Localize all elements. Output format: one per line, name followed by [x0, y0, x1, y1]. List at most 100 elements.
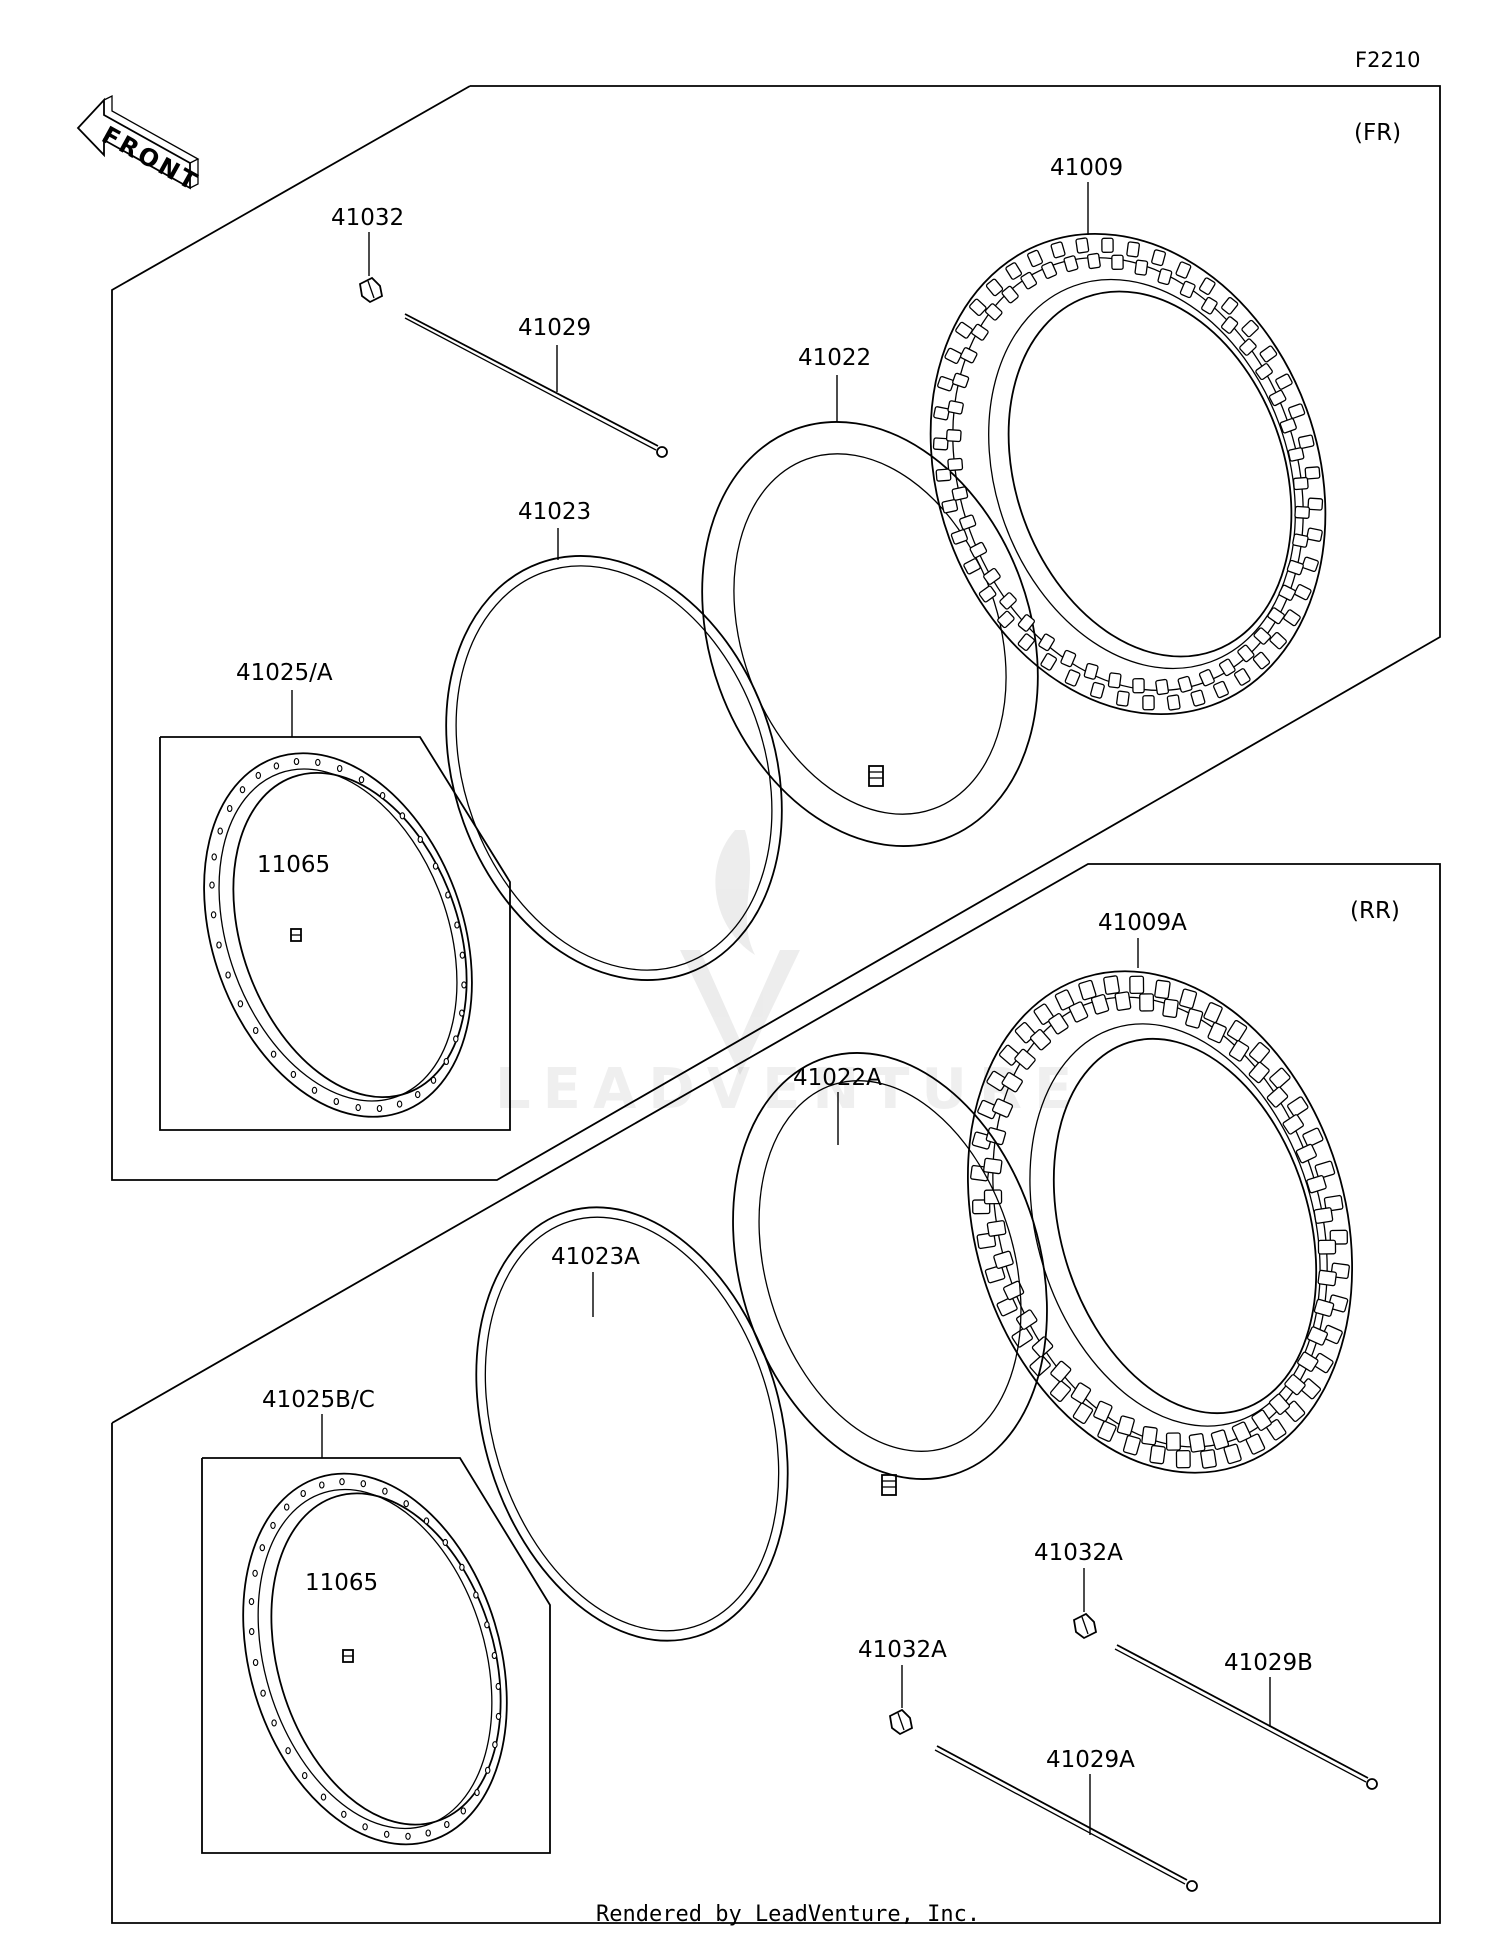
tread-lug	[1155, 678, 1170, 696]
front-section-tag: (FR)	[1354, 120, 1401, 146]
tread-lug	[1017, 633, 1035, 651]
tread-lug	[1129, 975, 1145, 995]
tread-lug	[1317, 1239, 1337, 1255]
tread-lug	[1122, 1435, 1141, 1456]
tread-lug	[1267, 607, 1285, 625]
spoke-hole	[225, 971, 231, 979]
spoke-hole	[382, 1487, 388, 1495]
spoke-hole	[270, 1050, 277, 1058]
spoke-hole	[300, 1489, 306, 1498]
spoke-hole	[217, 827, 223, 835]
tread-lug	[933, 406, 950, 421]
spoke-hole	[362, 1823, 368, 1831]
tread-lug	[1049, 1380, 1072, 1403]
spoke-hole	[405, 1832, 411, 1840]
spoke-hole	[399, 812, 406, 820]
footer-credit: Rendered by LeadVenture, Inc.	[596, 1902, 980, 1927]
spoke-hole	[216, 941, 222, 949]
spoke-hole	[311, 1086, 318, 1094]
watermark-text: LEADVENTURE	[495, 1057, 1084, 1122]
tread-lug	[932, 437, 949, 451]
tread-lug	[1134, 259, 1149, 276]
spoke-hole	[461, 981, 467, 989]
spoke-hole	[454, 921, 460, 929]
tread-lug	[971, 323, 989, 341]
tread-lug	[1072, 1402, 1094, 1425]
tread-lug	[1166, 694, 1181, 711]
tread-lug	[1279, 418, 1297, 434]
tread-lug	[945, 429, 962, 443]
tread-lug	[1231, 1421, 1252, 1443]
tread-lug	[969, 541, 988, 559]
tread-lug	[1048, 1013, 1069, 1035]
spoke-hole	[355, 1104, 361, 1112]
tread-lug	[1020, 271, 1038, 290]
tread-lug	[1294, 505, 1311, 519]
tread-lug	[937, 376, 955, 392]
spoke-hole	[442, 1538, 449, 1546]
tread-lug	[1149, 1444, 1166, 1465]
tread-lug	[1282, 1114, 1304, 1135]
tread-lug	[984, 1265, 1006, 1284]
tread-lug	[1221, 316, 1239, 334]
rr-tire-icon	[967, 970, 1353, 1474]
tread-lug	[1157, 268, 1173, 286]
tread-lug	[1090, 994, 1110, 1015]
tread-lug	[1111, 254, 1124, 270]
tread-lug	[1201, 296, 1218, 315]
fr-rim-nipple-icon	[290, 928, 302, 942]
tread-lug	[1151, 249, 1166, 267]
spoke-hole	[319, 1481, 325, 1489]
tread-lug	[1288, 403, 1306, 419]
tread-lug	[1306, 527, 1323, 542]
tread-lug	[1294, 584, 1312, 601]
tread-lug	[1050, 1360, 1072, 1383]
tread-lug	[1284, 1374, 1306, 1396]
tread-lug	[1307, 497, 1324, 511]
tread-lug	[1083, 662, 1099, 680]
tread-lug	[1245, 1433, 1266, 1455]
tread-lug	[1097, 1420, 1117, 1442]
spoke-hole	[474, 1789, 480, 1797]
rr-rim-nipple-icon	[342, 1649, 354, 1663]
tread-lug	[984, 303, 1003, 321]
tread-lug	[1165, 1432, 1181, 1451]
front-arrow-icon: FRONT	[76, 94, 204, 197]
tread-lug	[1306, 1326, 1329, 1346]
spoke-hole	[252, 1026, 259, 1035]
tread-lug	[959, 514, 977, 530]
tread-lug	[955, 321, 973, 339]
label-41023A: 41023A	[551, 1244, 640, 1270]
spoke-hole	[453, 1035, 459, 1043]
tread-lug	[1017, 614, 1035, 632]
tread-lug	[1179, 988, 1198, 1009]
tread-lug	[999, 592, 1017, 610]
tread-lug	[997, 610, 1015, 629]
rr-valve-cap-lower-icon	[889, 1708, 914, 1736]
label-11065-front: 11065	[257, 852, 330, 878]
spoke-hole	[403, 1500, 409, 1508]
tread-lug	[1213, 680, 1229, 699]
tread-lug	[1086, 252, 1101, 270]
fr-rim-box	[159, 736, 511, 1131]
label-11065-rear: 11065	[305, 1570, 378, 1596]
tread-lug	[1003, 1280, 1025, 1301]
tread-lug	[1286, 559, 1304, 576]
rear-section-tag: (RR)	[1350, 898, 1400, 924]
tread-lug	[1317, 1269, 1337, 1287]
tread-lug	[1278, 584, 1296, 601]
tread-lug	[1304, 466, 1321, 480]
tread-lug	[1179, 280, 1196, 299]
tread-lug	[1103, 975, 1120, 995]
tread-lug	[1292, 533, 1309, 548]
tread-lug	[1253, 627, 1272, 645]
label-41023: 41023	[518, 499, 591, 525]
tread-lug	[1252, 651, 1271, 670]
tread-lug	[1070, 1382, 1092, 1404]
tread-lug	[1198, 669, 1215, 687]
tread-lug	[1248, 1041, 1271, 1064]
spoke-hole	[252, 1658, 259, 1667]
tread-lug	[1126, 241, 1140, 258]
tread-lug	[1090, 681, 1105, 699]
spoke-hole	[239, 786, 246, 794]
